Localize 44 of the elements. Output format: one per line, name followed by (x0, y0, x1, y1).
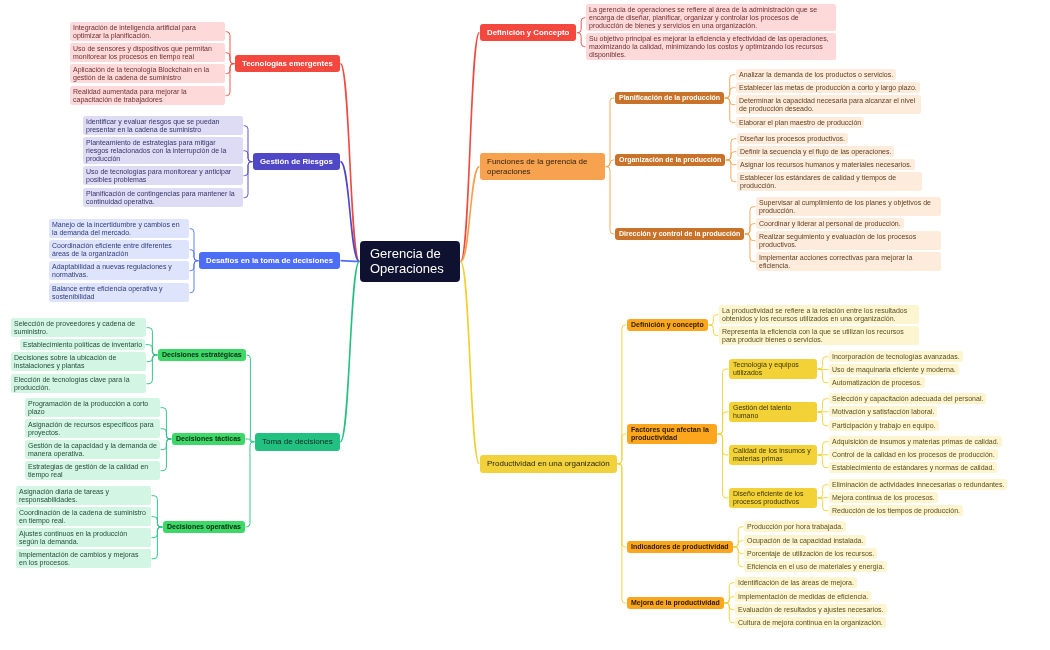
branch-connector (817, 411, 829, 427)
branch-connector (817, 356, 829, 370)
branch-connector (616, 463, 627, 604)
branch-connector (817, 454, 829, 469)
main-topic: Productividad en una organización (480, 455, 617, 473)
branch-connector (717, 411, 729, 435)
branch-connector (151, 526, 163, 560)
branch-connector (189, 249, 199, 262)
main-topic: Toma de decisiones (255, 433, 340, 451)
branch-connector (339, 260, 361, 443)
branch-connector (243, 150, 253, 163)
branch-connector (723, 602, 735, 624)
branch-connector (225, 63, 235, 97)
branch-connector (459, 165, 481, 263)
branch-connector (339, 160, 361, 263)
branch-connector (817, 368, 829, 384)
branch-connector (245, 354, 255, 443)
branch-connector (459, 31, 481, 263)
branch-connector (605, 166, 615, 235)
branch-connector (576, 17, 586, 34)
branch-connector (605, 159, 615, 168)
branch-connector (744, 233, 756, 263)
branch-connector (576, 32, 586, 48)
branch-connector (189, 260, 199, 294)
branch-connector (725, 159, 737, 183)
branch-connector (724, 97, 736, 124)
branch-connector (459, 260, 481, 465)
branch-connector (245, 441, 255, 528)
branch-connector (151, 516, 163, 528)
branch-connector (225, 52, 235, 65)
branch-connector (243, 161, 253, 199)
branch-connector (160, 438, 172, 472)
branch-connector (339, 62, 361, 263)
branch-connector (717, 433, 729, 499)
branch-connector (145, 344, 158, 356)
branch-connector (724, 87, 736, 99)
branch-connector (707, 324, 719, 337)
central-topic: Gerencia de Operaciones (360, 241, 460, 283)
branch-connector (160, 428, 172, 440)
branch-connector (817, 497, 829, 512)
branch-connector (146, 354, 158, 385)
main-topic: Funciones de la gerencia de operaciones (480, 153, 605, 181)
branch-connector (732, 546, 744, 568)
branch-connector (339, 259, 361, 263)
